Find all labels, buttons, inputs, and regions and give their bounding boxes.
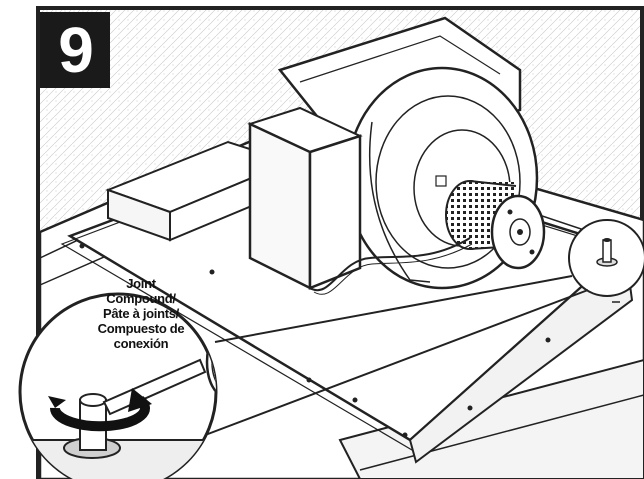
joint-compound-callout: Joint Compound/ Pâte à joints/ Compuesto… (66, 276, 216, 351)
control-box (247, 106, 363, 291)
step-number: 9 (58, 14, 94, 86)
callout-line-3: Pâte à joints/ (103, 306, 179, 321)
callout-line-2: Compound/ (106, 291, 176, 306)
callout-line-4: Compuesto de (97, 321, 185, 336)
vent-connector (568, 219, 644, 297)
inducer-motor (445, 180, 546, 270)
step-badge: 9 (40, 12, 110, 88)
callout-line-1: Joint (126, 276, 156, 291)
rotate-arrow-icon (50, 396, 150, 432)
callout-line-5: conexión (113, 336, 169, 351)
